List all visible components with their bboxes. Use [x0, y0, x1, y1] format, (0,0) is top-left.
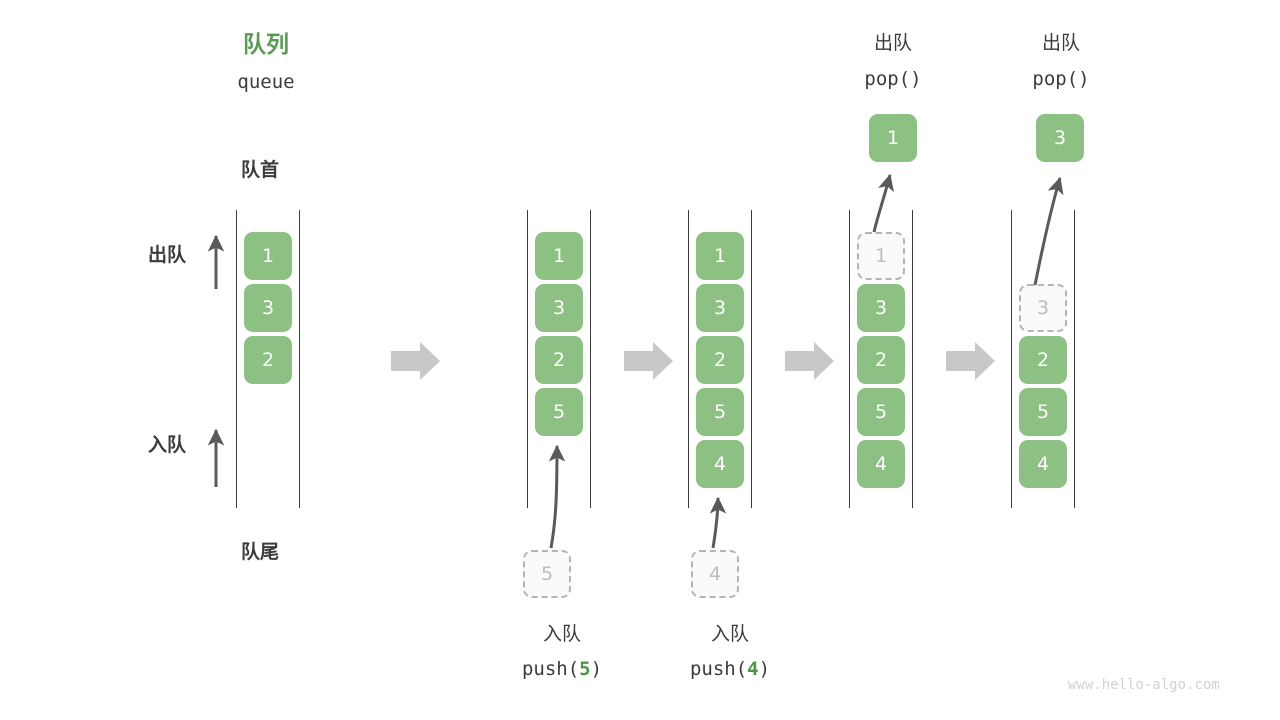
- stage1-cell-0: 1: [244, 232, 292, 280]
- pop1-op-zh: 出队: [873, 32, 912, 54]
- stage2-incoming-cell: 5: [523, 550, 571, 598]
- step-arrow-3: [785, 342, 834, 380]
- stage4-cell-4: 4: [857, 440, 905, 488]
- stage3-cell-0: 1: [696, 232, 744, 280]
- stage3-cell-3: 5: [696, 388, 744, 436]
- stage4-rail-right: [912, 210, 913, 508]
- stage4-cell-2: 2: [857, 336, 905, 384]
- pop1-flow-arrow: [872, 173, 895, 233]
- push4-close: ): [758, 658, 771, 680]
- push5-fn: push(: [521, 658, 580, 680]
- stage2-cell-2: 2: [535, 336, 583, 384]
- stage1-cell-1: 3: [244, 284, 292, 332]
- pop2-op-code: pop(): [986, 70, 1136, 89]
- push4-op-zh: 入队: [710, 623, 749, 645]
- stage1-cell-2: 2: [244, 336, 292, 384]
- push4-op-code: push(4): [655, 660, 805, 679]
- site-watermark: www.hello-algo.com: [1068, 677, 1220, 693]
- stage5-cell-1: 3: [1019, 284, 1067, 332]
- stage4-outgoing-cell: 1: [869, 114, 917, 162]
- stage5-rail-left: [1011, 210, 1012, 508]
- push5-flow-arrow: [548, 444, 566, 549]
- step-arrow-1: [391, 342, 440, 380]
- dequeue-direction-label: 出队: [148, 244, 187, 266]
- diagram-title-en: queue: [237, 71, 295, 93]
- pop1-fn: pop(: [864, 68, 911, 90]
- pop2-fn: pop(: [1032, 68, 1079, 90]
- pop2-flow-arrow: [1033, 176, 1064, 286]
- stage4-cell-0: 1: [857, 232, 905, 280]
- push5-op-code: push(5): [487, 660, 637, 679]
- push4-arg: 4: [747, 658, 759, 680]
- pop2-op-zh: 出队: [1041, 32, 1080, 54]
- queue-rear-label: 队尾: [241, 541, 280, 563]
- push5-close: ): [590, 658, 603, 680]
- stage4-rail-left: [849, 210, 850, 508]
- stage1-rail-right: [299, 210, 300, 508]
- stage4-cell-1: 3: [857, 284, 905, 332]
- stage3-rail-right: [751, 210, 752, 508]
- push5-op-zh: 入队: [542, 623, 581, 645]
- stage3-rail-left: [688, 210, 689, 508]
- push4-flow-arrow: [709, 496, 727, 549]
- pop2-close: ): [1078, 68, 1090, 90]
- stage4-cell-3: 5: [857, 388, 905, 436]
- stage3-cell-2: 2: [696, 336, 744, 384]
- stage2-rail-left: [527, 210, 528, 508]
- push4-fn: push(: [689, 658, 748, 680]
- push5-arg: 5: [579, 658, 591, 680]
- stage3-cell-1: 3: [696, 284, 744, 332]
- stage5-cell-2: 2: [1019, 336, 1067, 384]
- step-arrow-2: [624, 342, 673, 380]
- queue-front-label: 队首: [241, 159, 280, 181]
- step-arrow-4: [946, 342, 995, 380]
- stage3-incoming-cell: 4: [691, 550, 739, 598]
- stage5-outgoing-cell: 3: [1036, 114, 1084, 162]
- stage5-cell-4: 4: [1019, 440, 1067, 488]
- stage2-rail-right: [590, 210, 591, 508]
- stage5-rail-right: [1074, 210, 1075, 508]
- pop1-close: ): [910, 68, 922, 90]
- stage1-rail-left: [236, 210, 237, 508]
- pop1-op-code: pop(): [818, 70, 968, 89]
- diagram-title-zh: 队列: [243, 32, 289, 58]
- stage2-cell-3: 5: [535, 388, 583, 436]
- enqueue-direction-label: 入队: [148, 434, 187, 456]
- stage2-cell-0: 1: [535, 232, 583, 280]
- stage3-cell-4: 4: [696, 440, 744, 488]
- stage2-cell-1: 3: [535, 284, 583, 332]
- stage5-cell-3: 5: [1019, 388, 1067, 436]
